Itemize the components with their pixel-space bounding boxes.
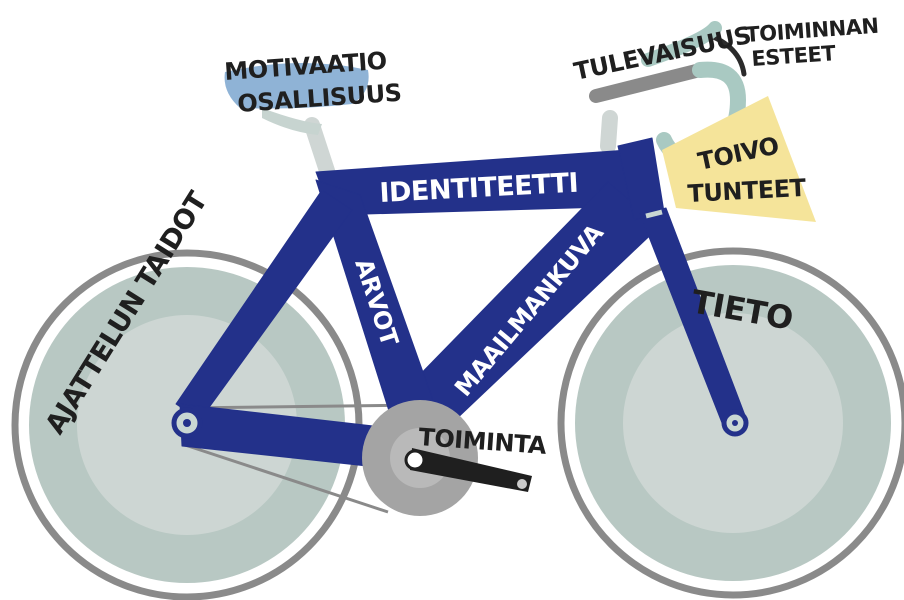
hubs	[171, 407, 749, 439]
handlebar-bag	[662, 96, 816, 222]
chain-bottom	[181, 442, 389, 514]
drivetrain	[362, 400, 532, 516]
headset-ring	[645, 209, 663, 219]
frame	[175, 137, 747, 471]
rear-hub-center	[183, 419, 191, 427]
steerer	[600, 110, 618, 154]
label-tunteet: TUNTEET	[687, 174, 807, 208]
saddle-rail	[262, 108, 322, 135]
chain	[181, 403, 421, 514]
handlebar-top	[589, 63, 707, 103]
crank-bolt	[404, 449, 426, 471]
crank-arm	[410, 448, 532, 492]
seat-assembly	[224, 62, 369, 188]
saddle	[224, 62, 369, 109]
front-hub-center	[732, 420, 738, 426]
bar-hood	[641, 21, 722, 67]
label-esteet: ESTEET	[751, 41, 837, 71]
chain-top	[181, 403, 421, 410]
pedal-pin	[517, 479, 527, 489]
